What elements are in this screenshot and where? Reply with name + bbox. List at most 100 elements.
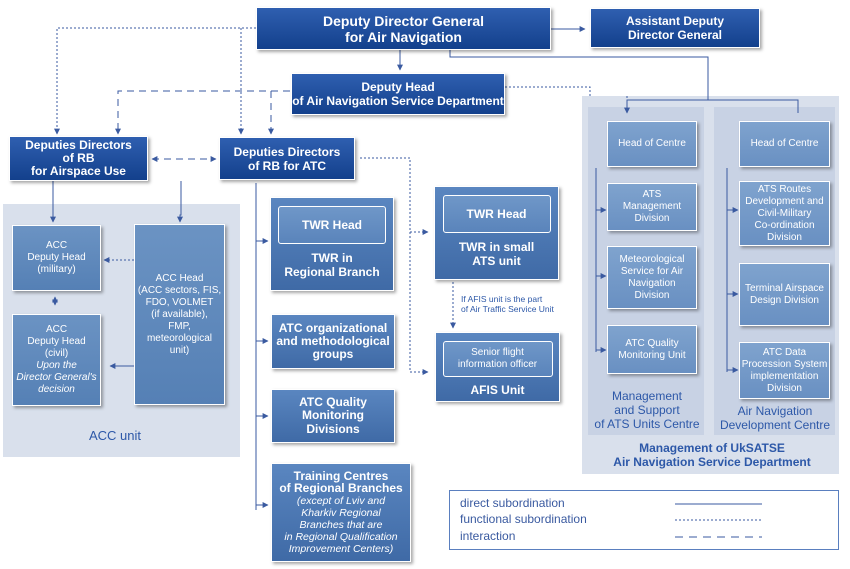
acc-deputy-head-civil-box: ACC Deputy Head (civil) Upon the Directo… bbox=[12, 314, 101, 406]
acc-head-line: unit) bbox=[169, 344, 190, 356]
afis-note-line: of Air Traffic Service Unit bbox=[461, 304, 554, 315]
senior-flight-info-officer-box: Senior flight information officer bbox=[442, 341, 553, 377]
training-note: (except of Lviv and Kharkiv Regional Bra… bbox=[284, 495, 397, 555]
twr-small-line: TWR in small bbox=[458, 240, 535, 254]
msc-item-box: ATS Management Division bbox=[607, 183, 697, 231]
msc-head-of-centre-box: Head of Centre bbox=[607, 121, 697, 167]
legend-lines bbox=[675, 503, 762, 538]
twr-small-line: ATS unit bbox=[472, 254, 521, 268]
andc-head-label: Head of Centre bbox=[750, 138, 819, 149]
twr-small-label: TWR in small ATS unit bbox=[459, 240, 534, 268]
training-note-line: Kharkiv Regional bbox=[301, 507, 381, 519]
training-note-line: in Regional Qualification bbox=[284, 531, 398, 544]
legend-functional-label: functional subordination bbox=[460, 512, 587, 526]
acc-civ-line: ACC bbox=[45, 324, 68, 335]
andc-item-line: Civil-Military bbox=[757, 207, 812, 219]
rb-atc-line: of RB for ATC bbox=[248, 158, 326, 173]
rb-airspace-line: for Airspace Use bbox=[31, 164, 126, 179]
andc-item-line: implementation bbox=[750, 370, 819, 382]
twr-regional-label: TWR in Regional Branch bbox=[284, 251, 379, 279]
deputies-rb-airspace-box: Deputies Directors of RB for Airspace Us… bbox=[9, 136, 148, 181]
msc-head-label: Head of Centre bbox=[618, 138, 686, 149]
training-note-line: Improvement Centers) bbox=[288, 543, 394, 556]
training-title-line: of Regional Branches bbox=[279, 481, 403, 496]
msc-caption-line: of ATS Units Centre bbox=[594, 416, 700, 431]
acc-deputy-head-military-box: ACC Deputy Head (military) bbox=[12, 225, 101, 291]
twr-regional-line: TWR in bbox=[311, 251, 353, 265]
org-line: and methodological bbox=[276, 333, 390, 348]
msc-item-line: Management bbox=[622, 201, 682, 212]
msc-item-box: Meteorological Service for Air Navigatio… bbox=[607, 246, 697, 309]
msc-item-line: Division bbox=[634, 289, 670, 301]
andc-item-line: Procession System bbox=[741, 358, 828, 370]
afis-label: AFIS Unit bbox=[470, 383, 525, 397]
legend-interaction-label: interaction bbox=[460, 529, 516, 543]
andc-item-line: Co-ordination bbox=[754, 219, 815, 231]
twr-head-inner-box: TWR Head bbox=[442, 195, 551, 233]
andc-item-box: ATC Data Procession System implementatio… bbox=[739, 342, 830, 399]
msc-item-line: ATS bbox=[642, 189, 662, 200]
afis-note: If AFIS unit is the part of Air Traffic … bbox=[461, 294, 576, 314]
twr-head-label: TWR Head bbox=[466, 207, 527, 221]
deputies-rb-atc-box: Deputies Directors of RB for ATC bbox=[219, 137, 355, 180]
org-line: ATC organizational bbox=[278, 320, 388, 335]
management-caption-line: Air Navigation Service Department bbox=[613, 454, 811, 469]
addg-line: Assistant Deputy bbox=[625, 14, 725, 28]
acc-mil-line: ACC bbox=[45, 240, 68, 251]
msc-item-line: Navigation bbox=[628, 277, 676, 289]
msc-item-line: ATC Quality bbox=[625, 337, 679, 349]
acc-civ-note: Director General's bbox=[16, 372, 97, 383]
twr-head-inner-box: TWR Head bbox=[278, 206, 386, 244]
rb-atc-line: Deputies Directors bbox=[233, 144, 341, 159]
afis-inner-line: Senior flight bbox=[471, 347, 524, 358]
org-line: groups bbox=[312, 347, 354, 362]
acc-head-line: (if available), bbox=[151, 308, 208, 320]
rb-airspace-line: Deputies Directors bbox=[25, 137, 132, 152]
training-centres-box: Training Centres of Regional Branches (e… bbox=[271, 463, 411, 562]
atc-organizational-groups-box: ATC organizational and methodological gr… bbox=[271, 314, 395, 369]
andc-item-line: ATS Routes bbox=[757, 183, 812, 195]
twr-head-label: TWR Head bbox=[302, 218, 362, 232]
management-caption: Management of UkSATSE Air Navigation Ser… bbox=[590, 441, 834, 470]
addg-line: Director General bbox=[627, 28, 723, 42]
legend-direct-label: direct subordination bbox=[460, 496, 565, 510]
assistant-deputy-director-general-box: Assistant Deputy Director General bbox=[590, 8, 760, 48]
legend: direct subordination functional subordin… bbox=[449, 490, 839, 550]
ddg-line: Deputy Director General bbox=[322, 12, 485, 29]
andc-item-line: ATC Data bbox=[762, 346, 807, 358]
afis-inner-line: information officer bbox=[457, 359, 538, 370]
andc-item-line: Terminal Airspace bbox=[745, 282, 824, 294]
twr-regional-line: Regional Branch bbox=[284, 265, 380, 279]
acc-mil-line: (military) bbox=[37, 264, 76, 275]
msc-item-line: Division bbox=[634, 213, 670, 224]
deputy-head-ans-box: Deputy Head of Air Navigation Service De… bbox=[291, 73, 505, 115]
acc-civ-line: Deputy Head bbox=[27, 336, 86, 347]
andc-item-line: Division bbox=[766, 231, 802, 243]
rb-airspace-line: of RB bbox=[62, 150, 95, 165]
andc-item-line: Development and bbox=[745, 195, 824, 207]
twr-regional-branch-box: TWR Head TWR in Regional Branch bbox=[270, 197, 394, 291]
acc-civ-note: Upon the bbox=[36, 360, 77, 371]
andc-caption-line: Development Centre bbox=[719, 417, 831, 432]
andc-head-of-centre-box: Head of Centre bbox=[739, 121, 830, 167]
msc-item-line: Service for Air bbox=[620, 265, 684, 277]
msc-item-line: Meteorological bbox=[619, 253, 685, 265]
twr-small-ats-box: TWR Head TWR in small ATS unit bbox=[434, 186, 559, 280]
acc-head-line: ACC Head bbox=[155, 272, 204, 284]
andc-item-line: Division bbox=[766, 382, 802, 394]
management-caption-line: Management of UkSATSE bbox=[639, 441, 785, 455]
quality-line: Monitoring bbox=[302, 408, 364, 423]
dh-line: of Air Navigation Service Department bbox=[292, 94, 504, 108]
training-note-line: (except of Lviv and bbox=[296, 494, 386, 507]
ddg-line: for Air Navigation bbox=[345, 28, 462, 45]
acc-head-line: meteorological bbox=[146, 332, 213, 344]
msc-caption: Management and Support of ATS Units Cent… bbox=[592, 389, 702, 431]
acc-unit-caption: ACC unit bbox=[88, 428, 142, 443]
afis-unit-box: Senior flight information officer AFIS U… bbox=[435, 332, 560, 402]
msc-item-box: ATC Quality Monitoring Unit bbox=[607, 325, 697, 374]
quality-line: ATC Quality bbox=[299, 395, 367, 410]
acc-mil-line: Deputy Head bbox=[27, 252, 86, 263]
andc-caption-line: Air Navigation bbox=[737, 404, 813, 418]
training-note-line: Branches that are bbox=[299, 519, 383, 532]
